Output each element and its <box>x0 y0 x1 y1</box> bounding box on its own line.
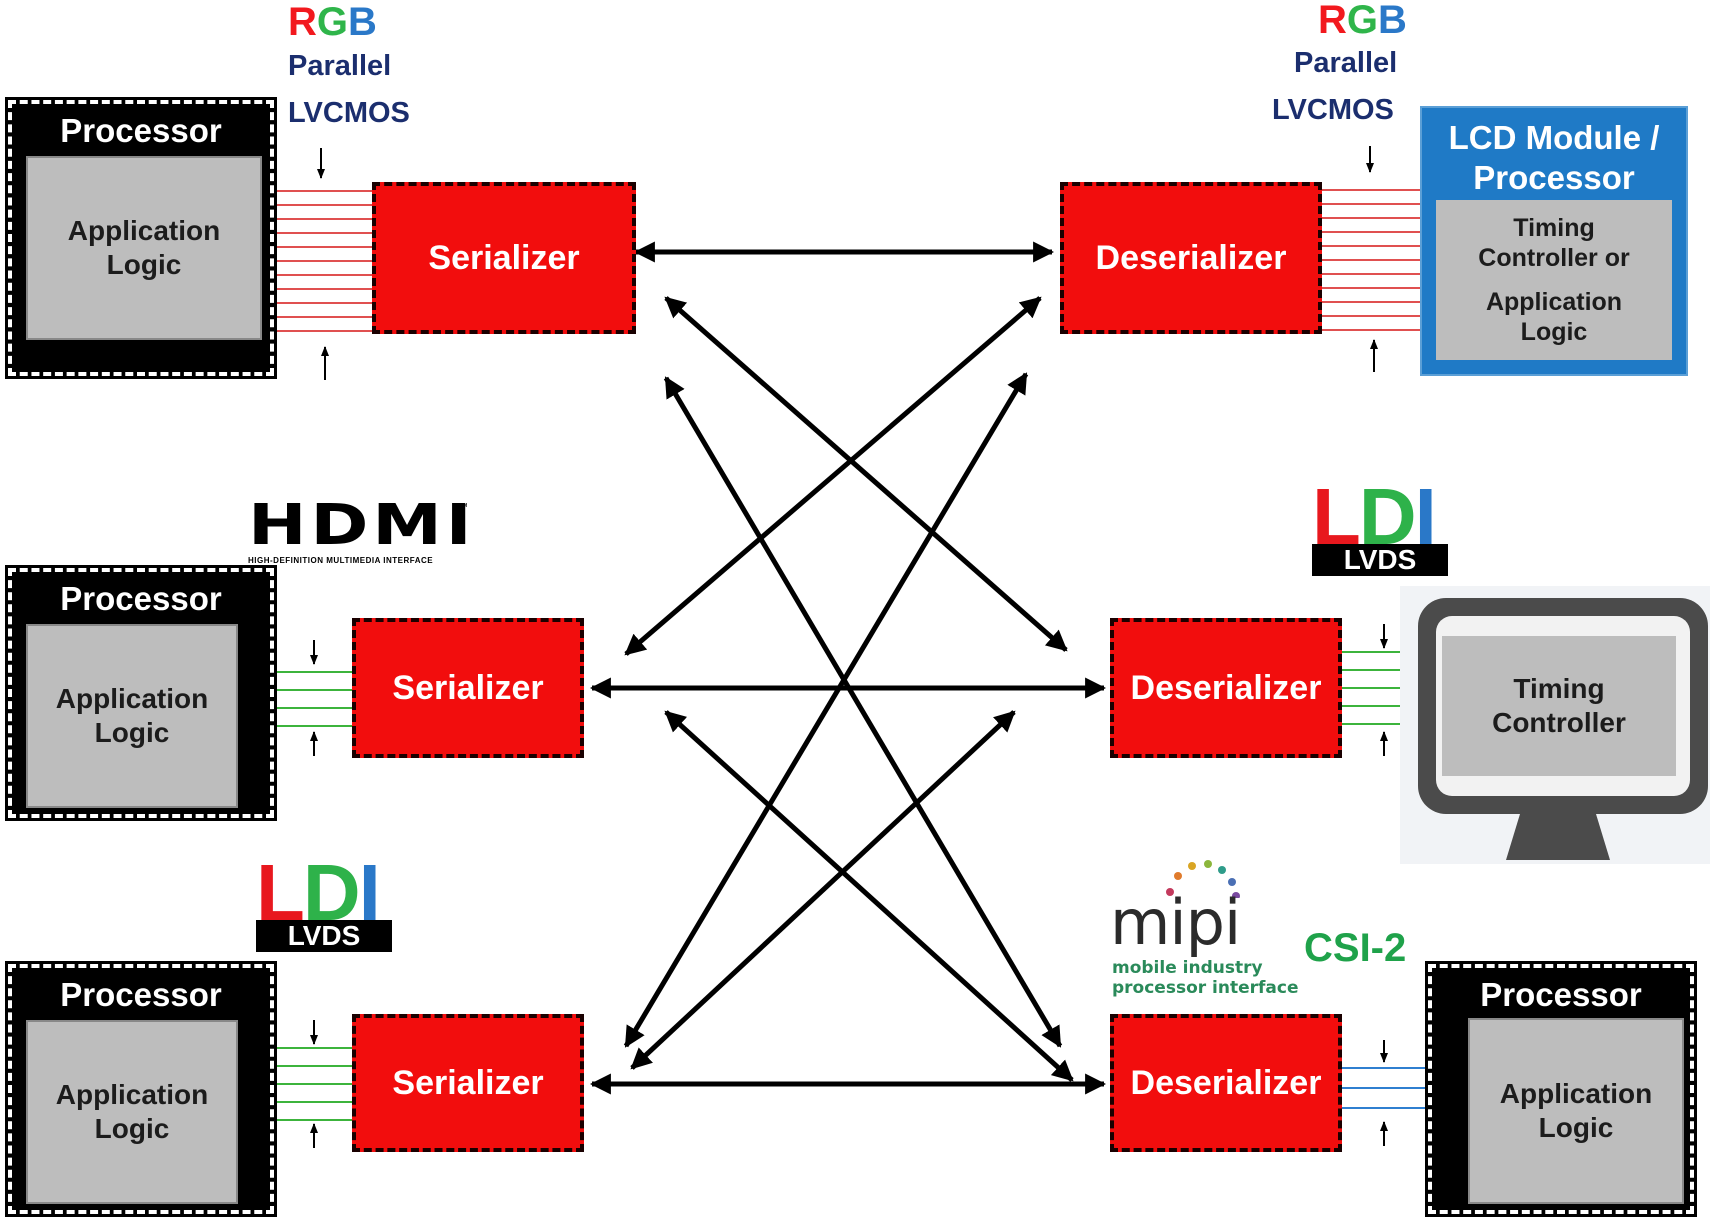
parallel-bus-top-left <box>272 190 372 332</box>
rgb-b: B <box>348 0 377 44</box>
rgb-g: G <box>1346 0 1379 42</box>
application-logic-block: Application Logic <box>26 624 238 808</box>
serializer-bottom: Serializer <box>352 1014 584 1152</box>
deserializer-middle: Deserializer <box>1110 618 1342 758</box>
serdes-link-arrows <box>589 241 1107 1095</box>
deserializer-bottom: Deserializer <box>1110 1014 1342 1152</box>
hdmi-subtitle: HIGH-DEFINITION MULTIMEDIA INTERFACE <box>248 556 434 565</box>
bus-indicator-arrows <box>310 146 1388 1148</box>
ldi-lvds-logo-left: LDI LVDS <box>256 853 392 952</box>
hdmi-logo: HDMI ™ HIGH-DEFINITION MULTIMEDIA INTERF… <box>248 498 472 570</box>
ldi-letters: LDI <box>1312 477 1437 557</box>
rgb-r: R <box>1318 0 1347 42</box>
processor-bottom-right: Processor Application Logic <box>1425 961 1697 1217</box>
serializer-top: Serializer <box>372 182 636 334</box>
lvds-bar: LVDS <box>256 920 392 952</box>
ldi-l: L <box>1312 472 1361 561</box>
lvds-bus-bottom-left <box>276 1047 352 1121</box>
rgb-label-right: RGB <box>1318 0 1407 43</box>
hdmi-logo-word: HDMI <box>248 493 476 558</box>
lvcmos-label-left: LVCMOS <box>288 97 410 129</box>
processor-top-left: Processor Application Logic <box>5 97 277 379</box>
processor-title: Processor <box>60 112 222 149</box>
rgb-b: B <box>1378 0 1407 42</box>
lcd-module-title: LCD Module / Processor <box>1448 119 1660 196</box>
serializer-middle: Serializer <box>352 618 584 758</box>
rgb-label-left: RGB <box>288 0 377 45</box>
application-logic-block: Application Logic <box>26 156 262 340</box>
monitor-stand <box>1506 814 1610 860</box>
parallel-bus-top-right <box>1322 189 1422 331</box>
parallel-label-left: Parallel <box>288 50 392 82</box>
ldi-l: L <box>256 848 305 937</box>
processor-middle-left: Processor Application Logic <box>5 565 277 821</box>
mipi-dot-arc <box>1166 860 1240 898</box>
parallel-label-right: Parallel <box>1294 47 1398 79</box>
display-monitor: Timing Controller <box>1400 586 1710 864</box>
processor-title: Processor <box>60 580 222 617</box>
timing-controller-block: Timing Controller <box>1442 636 1676 776</box>
mipi-logo-line2: processor interface <box>1112 978 1299 998</box>
mipi-logo: mipi mobile industry processor interface <box>1110 858 1330 998</box>
mipi-logo-word: mipi <box>1110 886 1241 959</box>
inner-line-2: Application Logic <box>1485 288 1623 346</box>
ldi-letters: LDI <box>256 853 381 933</box>
application-logic-block: Application Logic <box>1468 1018 1684 1204</box>
ldi-d: D <box>1358 472 1417 561</box>
csi-2-label: CSI-2 <box>1304 926 1407 970</box>
application-logic-block: Application Logic <box>26 1020 238 1204</box>
ldi-d: D <box>302 848 361 937</box>
ldi-i: I <box>358 848 381 937</box>
ldi-i: I <box>1414 472 1437 561</box>
lcd-module: LCD Module / Processor Timing Controller… <box>1420 106 1688 376</box>
timing-controller-block: Timing Controller or Application Logic <box>1436 200 1672 360</box>
lvds-bar: LVDS <box>1312 544 1448 576</box>
rgb-g: G <box>316 0 349 44</box>
ldi-lvds-logo-right: LDI LVDS <box>1312 477 1448 576</box>
inner-line-1: Timing Controller or <box>1478 214 1630 272</box>
hdmi-trademark: ™ <box>458 502 468 513</box>
mipi-logo-line1: mobile industry <box>1112 958 1263 978</box>
processor-bottom-left: Processor Application Logic <box>5 961 277 1217</box>
deserializer-top: Deserializer <box>1060 182 1322 334</box>
processor-title: Processor <box>1480 976 1642 1013</box>
csi-bus-bottom-right <box>1341 1067 1428 1109</box>
rgb-r: R <box>288 0 317 44</box>
lvcmos-label-right: LVCMOS <box>1272 94 1394 126</box>
processor-title: Processor <box>60 976 222 1013</box>
lvds-bus-middle-left <box>276 671 352 727</box>
